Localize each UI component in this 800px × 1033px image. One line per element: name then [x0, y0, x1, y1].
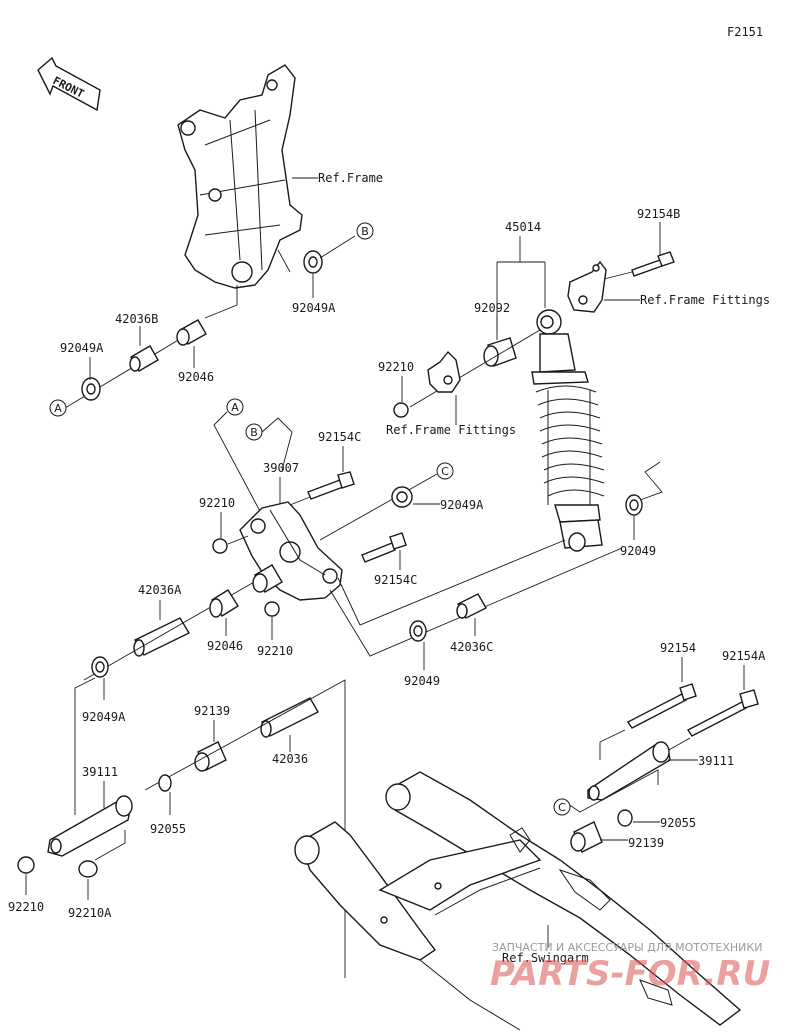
callout-b-upper-label: B [361, 225, 369, 238]
bushing-92092 [483, 337, 517, 367]
label-92139-left: 92139 [194, 704, 230, 718]
diagram-code: F2151 [727, 25, 763, 39]
collar-42036B [129, 345, 159, 372]
label-92049A-lower: 92049A [82, 710, 126, 724]
label-92049A-mid: 92049A [440, 498, 484, 512]
bolt-92154A [686, 689, 759, 737]
label-92055-right: 92055 [660, 816, 696, 830]
label-92154B: 92154B [637, 207, 680, 221]
callout-c-upper-label: C [441, 465, 449, 478]
label-92046-upper: 92046 [178, 370, 214, 384]
watermark-tagline: ЗАПЧАСТИ И АКСЕССУАРЫ ДЛЯ МОТОТЕХНИКИ [492, 941, 762, 954]
label-42036C: 42036C [450, 640, 493, 654]
callout-c-upper [436, 462, 454, 480]
bushing-rocker [252, 564, 283, 593]
label-92210-rocker-left: 92210 [199, 496, 235, 510]
nut-92210A [78, 860, 98, 878]
label-92055-left: 92055 [150, 822, 186, 836]
label-92210-lower: 92210 [8, 900, 44, 914]
callout-b-mid-label: B [250, 426, 258, 439]
nut-92210-rocker-lower [264, 601, 280, 617]
bolt-92154B [631, 251, 675, 277]
bolt-92154 [626, 683, 697, 729]
frame-bracket [177, 64, 303, 289]
collar-42036 [260, 697, 319, 738]
callout-b-upper [356, 222, 374, 240]
callout-a-left [49, 399, 67, 417]
label-42036B: 42036B [115, 312, 158, 326]
ref-swingarm-label: Ref.Swingarm [502, 951, 589, 965]
shock-absorber-45014 [531, 309, 605, 552]
frame-fitting-left [427, 350, 461, 393]
bolt-92154C-upper [307, 471, 355, 500]
label-92139-right: 92139 [628, 836, 664, 850]
label-92210-upper: 92210 [378, 360, 414, 374]
bolt-92154C-lower [361, 532, 407, 563]
callout-a-mid [226, 398, 244, 416]
label-39111-right: 39111 [698, 754, 734, 768]
watermark-brand: PARTS-FOR.RU [490, 954, 770, 994]
label-92049A-left: 92049A [60, 341, 104, 355]
label-92210-rocker-lower: 92210 [257, 644, 293, 658]
label-92046-lower: 92046 [207, 639, 243, 653]
label-92154A: 92154A [722, 649, 766, 663]
callout-a-mid-label: A [231, 401, 239, 414]
label-92049A-upper: 92049A [292, 301, 336, 315]
label-92049-right: 92049 [620, 544, 656, 558]
ref-frame-label: Ref.Frame [318, 171, 383, 185]
bearing-92046-lower [209, 589, 239, 618]
label-39111-left: 39111 [82, 765, 118, 779]
callout-c-lower [553, 798, 571, 816]
tie-rod-39111-left [47, 795, 133, 857]
label-92049-lower: 92049 [404, 674, 440, 688]
label-92154C-lower: 92154C [374, 573, 417, 587]
oring-92055-right [617, 809, 633, 827]
collar-42036C [456, 593, 487, 619]
label-92210A: 92210A [68, 906, 112, 920]
ref-frame-fittings-right: Ref.Frame Fittings [640, 293, 770, 307]
oring-92055-left [158, 774, 172, 792]
ref-frame-fittings-left: Ref.Frame Fittings [386, 423, 516, 437]
label-45014: 45014 [505, 220, 541, 234]
label-42036A: 42036A [138, 583, 182, 597]
bushing-92139-left [194, 741, 227, 772]
label-92154C-upper: 92154C [318, 430, 361, 444]
callout-a-left-label: A [54, 402, 62, 415]
frame-fitting-right [567, 260, 607, 313]
nut-92210-upper [393, 402, 409, 418]
swingarm [294, 771, 742, 1031]
bearing-92046-upper [176, 319, 207, 346]
label-42036: 42036 [272, 752, 308, 766]
callout-c-lower-label: C [558, 801, 566, 814]
nut-92210-lower [17, 856, 35, 874]
collar-42036A [133, 617, 190, 657]
label-39007: 39007 [263, 461, 299, 475]
label-92154: 92154 [660, 641, 696, 655]
front-arrow-icon: FRONT [37, 56, 101, 112]
bushing-92139-right [570, 821, 603, 853]
nut-92210-rocker-left [212, 538, 228, 554]
label-92092: 92092 [474, 301, 510, 315]
